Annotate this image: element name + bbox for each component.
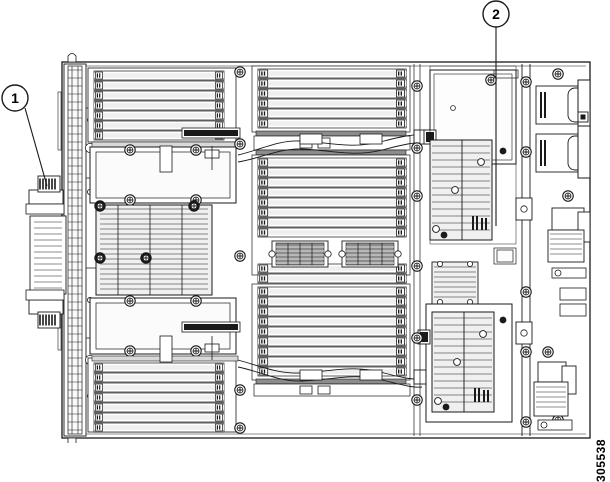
- dimm-bank-bottom-center-lower: [251, 283, 411, 385]
- divider-tabs: [515, 197, 533, 345]
- rear-connector-bottom: [533, 346, 577, 431]
- figure-number: 305538: [594, 439, 608, 482]
- side-plate-markers: [493, 69, 519, 265]
- cpu-socket-left: [268, 240, 332, 268]
- left-edge-connector-bottom: [25, 289, 65, 329]
- rear-power-connector: [547, 190, 591, 317]
- cpu-heatsink-left-top: [94, 200, 213, 296]
- cpu-socket-right: [338, 240, 402, 268]
- front-panel-rail: [57, 63, 96, 437]
- chassis-divider-wall: [413, 64, 531, 436]
- callout-2: 2: [482, 0, 510, 226]
- motherboard-line-drawing: 1 2: [1, 0, 591, 443]
- left-edge-connector-top: [25, 175, 67, 295]
- internal-connector-top: [159, 127, 241, 173]
- dimm-bank-bottom-left: [87, 355, 239, 433]
- dimm-bank-top-center: [251, 65, 411, 137]
- internal-connector-bottom: [159, 321, 241, 363]
- callout-1-label: 1: [11, 90, 19, 106]
- mezzanine-label-bottom: [474, 388, 489, 402]
- rear-io-connector-1: [535, 79, 591, 133]
- center-latch-band-bottom: [253, 383, 411, 397]
- callout-1: 1: [1, 84, 48, 187]
- callout-2-label: 2: [492, 6, 500, 22]
- rear-io-connector-2: [535, 111, 591, 179]
- cable-routing-top: [237, 129, 439, 163]
- mezzanine-label-top: [472, 216, 487, 230]
